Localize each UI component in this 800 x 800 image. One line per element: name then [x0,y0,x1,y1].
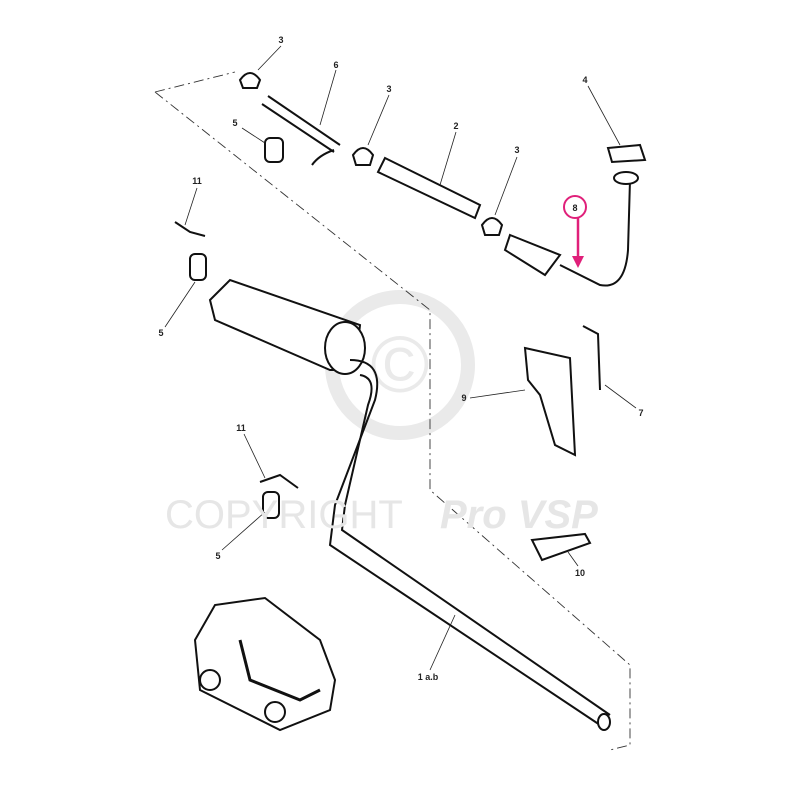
clamp-right [480,217,504,236]
pipe-6-hook [311,149,335,166]
callout-9: 9 [461,393,466,403]
callout-10: 10 [575,568,585,578]
callout-5: 5 [215,551,220,561]
gasket-4 [606,143,647,164]
callout-5: 5 [158,328,163,338]
mount-left [189,253,207,281]
vehicle-thumbnail [193,596,337,732]
shield-small-10 [530,532,592,562]
catalyst-8 [503,233,562,277]
catalyst-highlight-circle [563,195,587,219]
callout-3: 3 [386,84,391,94]
parts [174,72,647,732]
assembly-boundary [154,71,631,751]
callout-11: 11 [192,176,202,186]
mount-top [264,137,284,163]
muffler-end [324,321,366,375]
bolt-lower-11 [259,473,299,489]
bolt-top-11 [174,221,206,237]
mount-lower [262,491,280,519]
clamp-top [238,72,262,89]
tailpipe-1 [328,359,601,726]
pipe-6 [261,95,341,153]
watermark-copyright: COPYRIGHT [165,493,403,537]
watermark-brand: Pro VSP [440,493,598,537]
callout-4: 4 [582,75,587,85]
watermark: COPYRIGHT Pro VSP [165,493,598,537]
heat-shield-9 [523,346,577,457]
callout-3: 3 [278,35,283,45]
callout-1ab: 1 a.b [418,672,439,682]
copyright-symbol: © [371,320,430,409]
callout-labels: 3 6 3 5 2 3 4 8 11 5 9 7 11 5 10 1 a.b [158,35,643,682]
flex-pipe-2 [376,156,482,220]
callout-8: 8 [572,203,577,213]
callout-7: 7 [638,408,643,418]
tailpipe-end [597,713,611,731]
bracket-7 [582,325,601,391]
callout-5: 5 [232,118,237,128]
flange [613,171,639,185]
callout-6: 6 [333,60,338,70]
clamp-mid [351,147,375,166]
front-pipe [559,179,631,287]
tailpipe-1-inner [340,374,611,716]
leader-lines [164,45,637,671]
callout-2: 2 [453,121,458,131]
arrow-head-icon [572,256,584,268]
callout-3: 3 [514,145,519,155]
callout-11: 11 [236,423,246,433]
